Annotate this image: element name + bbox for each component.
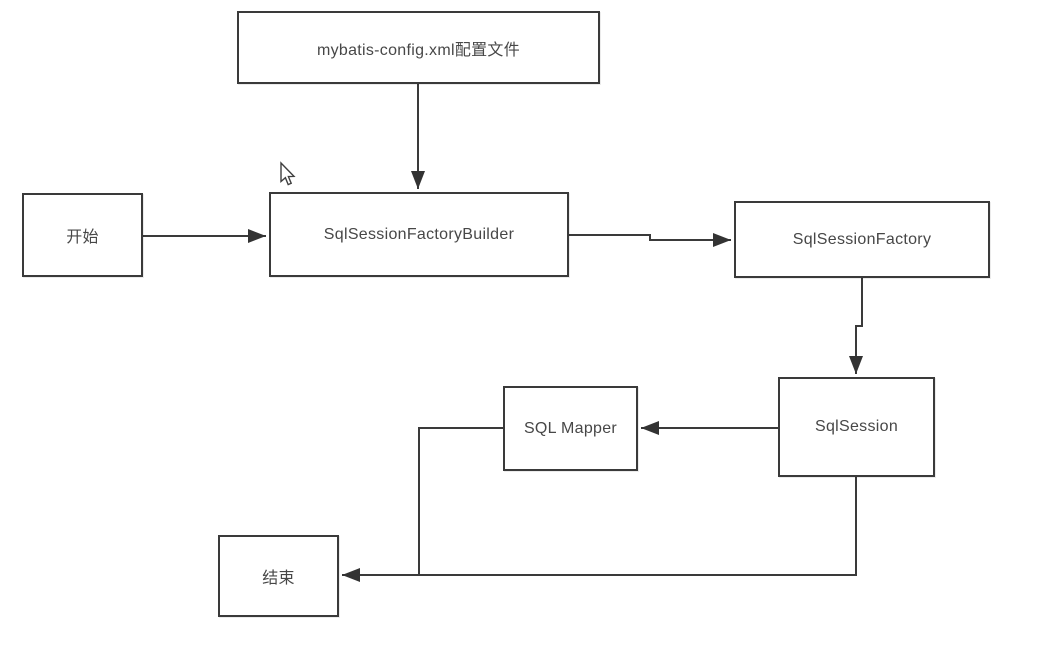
node-start[interactable]: 开始 (22, 193, 143, 277)
node-mapper[interactable]: SQL Mapper (503, 386, 638, 471)
node-end-label: 结束 (262, 570, 295, 587)
node-factory[interactable]: SqlSessionFactory (734, 201, 990, 278)
node-builder[interactable]: SqlSessionFactoryBuilder (269, 192, 569, 277)
node-session[interactable]: SqlSession (778, 377, 935, 477)
node-factory-label: SqlSessionFactory (792, 230, 932, 248)
node-session-label: SqlSession (814, 418, 899, 435)
node-mapper-label: SQL Mapper (523, 419, 618, 437)
edge-builder-to-factory (569, 233, 731, 247)
node-start-label: 开始 (66, 229, 99, 246)
edge-factory-to-session (849, 278, 863, 374)
node-end[interactable]: 结束 (218, 535, 339, 617)
node-builder-label: SqlSessionFactoryBuilder (323, 225, 515, 243)
node-config-label: mybatis-config.xml配置文件 (316, 41, 521, 59)
edge-session-to-end (342, 477, 857, 582)
edge-mapper-to-junction (418, 427, 503, 575)
node-config[interactable]: mybatis-config.xml配置文件 (237, 11, 600, 84)
